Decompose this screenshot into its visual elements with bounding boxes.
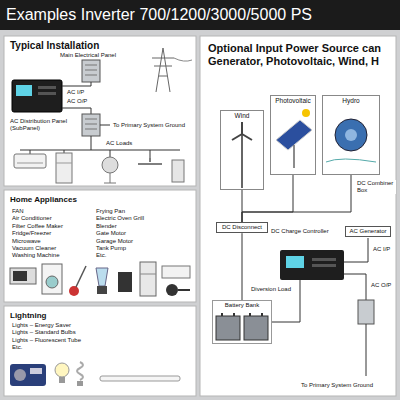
list-item: Lights – Energy Saver [12, 322, 71, 329]
source-box: Photovoltaic [270, 95, 316, 175]
list-item: Electric Oven Grill [96, 215, 144, 222]
panel: Optional Input Power Source can Generato… [200, 36, 396, 396]
node-text: Main Electrical Panel [60, 52, 116, 59]
list-item: Etc. [12, 344, 22, 351]
list-item: Washing Machine [12, 252, 59, 259]
equipment-label: AC Distribution Panel (SubPanel) [8, 117, 76, 133]
list-item: Air Conditioner [12, 215, 52, 222]
list-item: Lights – Standard Bulbs [12, 329, 76, 336]
source-box: Hydro [322, 95, 380, 175]
equipment-label: Main Electrical Panel [58, 51, 118, 60]
list-item: Fridge/Freezer [12, 230, 51, 237]
node-text: AC Distribution Panel (SubPanel) [10, 118, 74, 132]
panel [4, 190, 196, 302]
panel: Typical InstallationMain Electrical Pane… [4, 36, 196, 186]
power-source-drawing [216, 109, 376, 376]
node-text: Photovoltaic [273, 97, 313, 105]
panel [4, 306, 196, 396]
source-box: Wind [220, 110, 264, 190]
node-text: Hydro [325, 97, 377, 105]
annotation-label: To Primary System Ground [300, 382, 374, 389]
battery-bank: Battery Bank [212, 300, 272, 344]
list-item: FAN [12, 208, 24, 215]
list-item: Vacuum Cleaner [12, 245, 56, 252]
annotation-label: DC Charge Controller [270, 228, 330, 235]
panel [4, 36, 196, 186]
list-item: Gate Motor [96, 230, 126, 237]
node-text: Wind [223, 112, 261, 120]
list-item: Tank Pump [96, 245, 126, 252]
node-text: Optional Input Power Source can Generato… [208, 42, 388, 68]
panel: Home AppliancesFANAir ConditionerFilter … [4, 190, 196, 302]
generator-box: AC Generator [345, 226, 391, 237]
annotation-label: To Primary System Ground [112, 122, 192, 129]
list-item: Etc. [96, 252, 106, 259]
node-text: AC Loads [106, 140, 132, 147]
node-text: DC Disconnect [219, 224, 265, 231]
list-item: Filter Coffee Maker [12, 223, 63, 230]
node-text: Lightning [10, 311, 46, 321]
node-text: Typical Installation [10, 40, 190, 52]
node-text: Home Appliances [10, 195, 77, 205]
list-item: Microwave [12, 238, 41, 245]
title-text: Examples Inverter 700/1200/3000/5000 PS [6, 6, 312, 24]
disconnect-box: DC Disconnect [216, 222, 268, 233]
annotation-label: AC I/P [372, 246, 391, 253]
wire-connector [242, 233, 243, 300]
panel [200, 36, 396, 396]
equipment-label: AC Loads [104, 139, 134, 148]
panel: LightningLights – Energy SaverLights – S… [4, 306, 196, 396]
list-item: Lights – Fluorescent Tube [12, 337, 81, 344]
annotation-label: AC O/P [66, 98, 88, 105]
annotation-label: AC O/P [370, 282, 392, 289]
node-text: AC Generator [348, 228, 388, 235]
title-bar [0, 0, 400, 30]
wire-connector [242, 175, 351, 222]
appliance-pictures [10, 262, 190, 296]
node-text: Battery Bank [215, 302, 269, 309]
list-item: Garage Motor [96, 238, 133, 245]
annotation-label: DC Combiner Box [356, 180, 396, 194]
lighting-pictures [10, 362, 180, 386]
annotation-label: Diversion Load [250, 286, 292, 293]
list-item: Frying Pan [96, 208, 125, 215]
annotation-label: AC I/P [66, 89, 85, 96]
list-item: Blender [96, 223, 117, 230]
typical-installation-drawing [12, 48, 192, 183]
wire-connector [242, 175, 293, 222]
